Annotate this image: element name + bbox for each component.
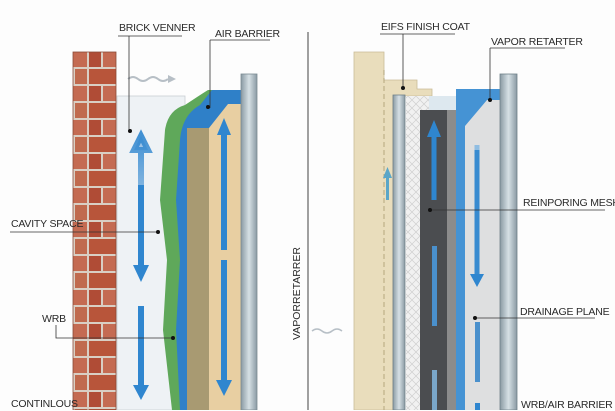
label-continuous: CONTINLOUS (11, 398, 78, 410)
label-wrb: WRB (42, 313, 66, 325)
arrow-up-board (427, 120, 441, 137)
arrow-down-sheathing-head (216, 380, 232, 396)
label-reinforcing-mesh: REINPORING MESH (523, 197, 615, 209)
arrow-down-cavity-1-head (133, 265, 149, 282)
wavy-airflow (127, 76, 169, 82)
arrow-down-cavity-2-head (133, 385, 149, 400)
brick-veneer (72, 51, 117, 410)
label-eifs-finish-coat: EIFS FINISH COAT (381, 21, 470, 33)
wavy-line-divider (311, 328, 343, 334)
insulation-board (187, 128, 209, 410)
drainage-plane (465, 100, 500, 410)
arrow-up-sheathing-head (217, 118, 231, 135)
label-vapor-retarder: VAPOR RETARTER (491, 36, 583, 48)
plywood-sheathing (209, 104, 241, 410)
label-cavity-space: CAVITY SPACE (11, 218, 84, 230)
left-wall-assembly (72, 51, 258, 410)
label-wrb-air-barrier: WRB/AIR BARRIER (521, 399, 613, 411)
metal-stud (240, 73, 258, 410)
right-wall-assembly (353, 51, 518, 410)
label-air-barrier: AIR BARRIER (215, 28, 280, 40)
stud-right (499, 73, 518, 410)
label-vapor-retarder-vertical: VAPORRETARRER (291, 247, 303, 340)
arrow-down-drainage (470, 274, 484, 287)
label-brick-veneer: BRICK VENNER (119, 22, 196, 34)
arrow-up-eifs (383, 167, 392, 178)
label-drainage-plane: DRAINAGE PLANE (520, 306, 610, 318)
stud-left (392, 94, 406, 410)
